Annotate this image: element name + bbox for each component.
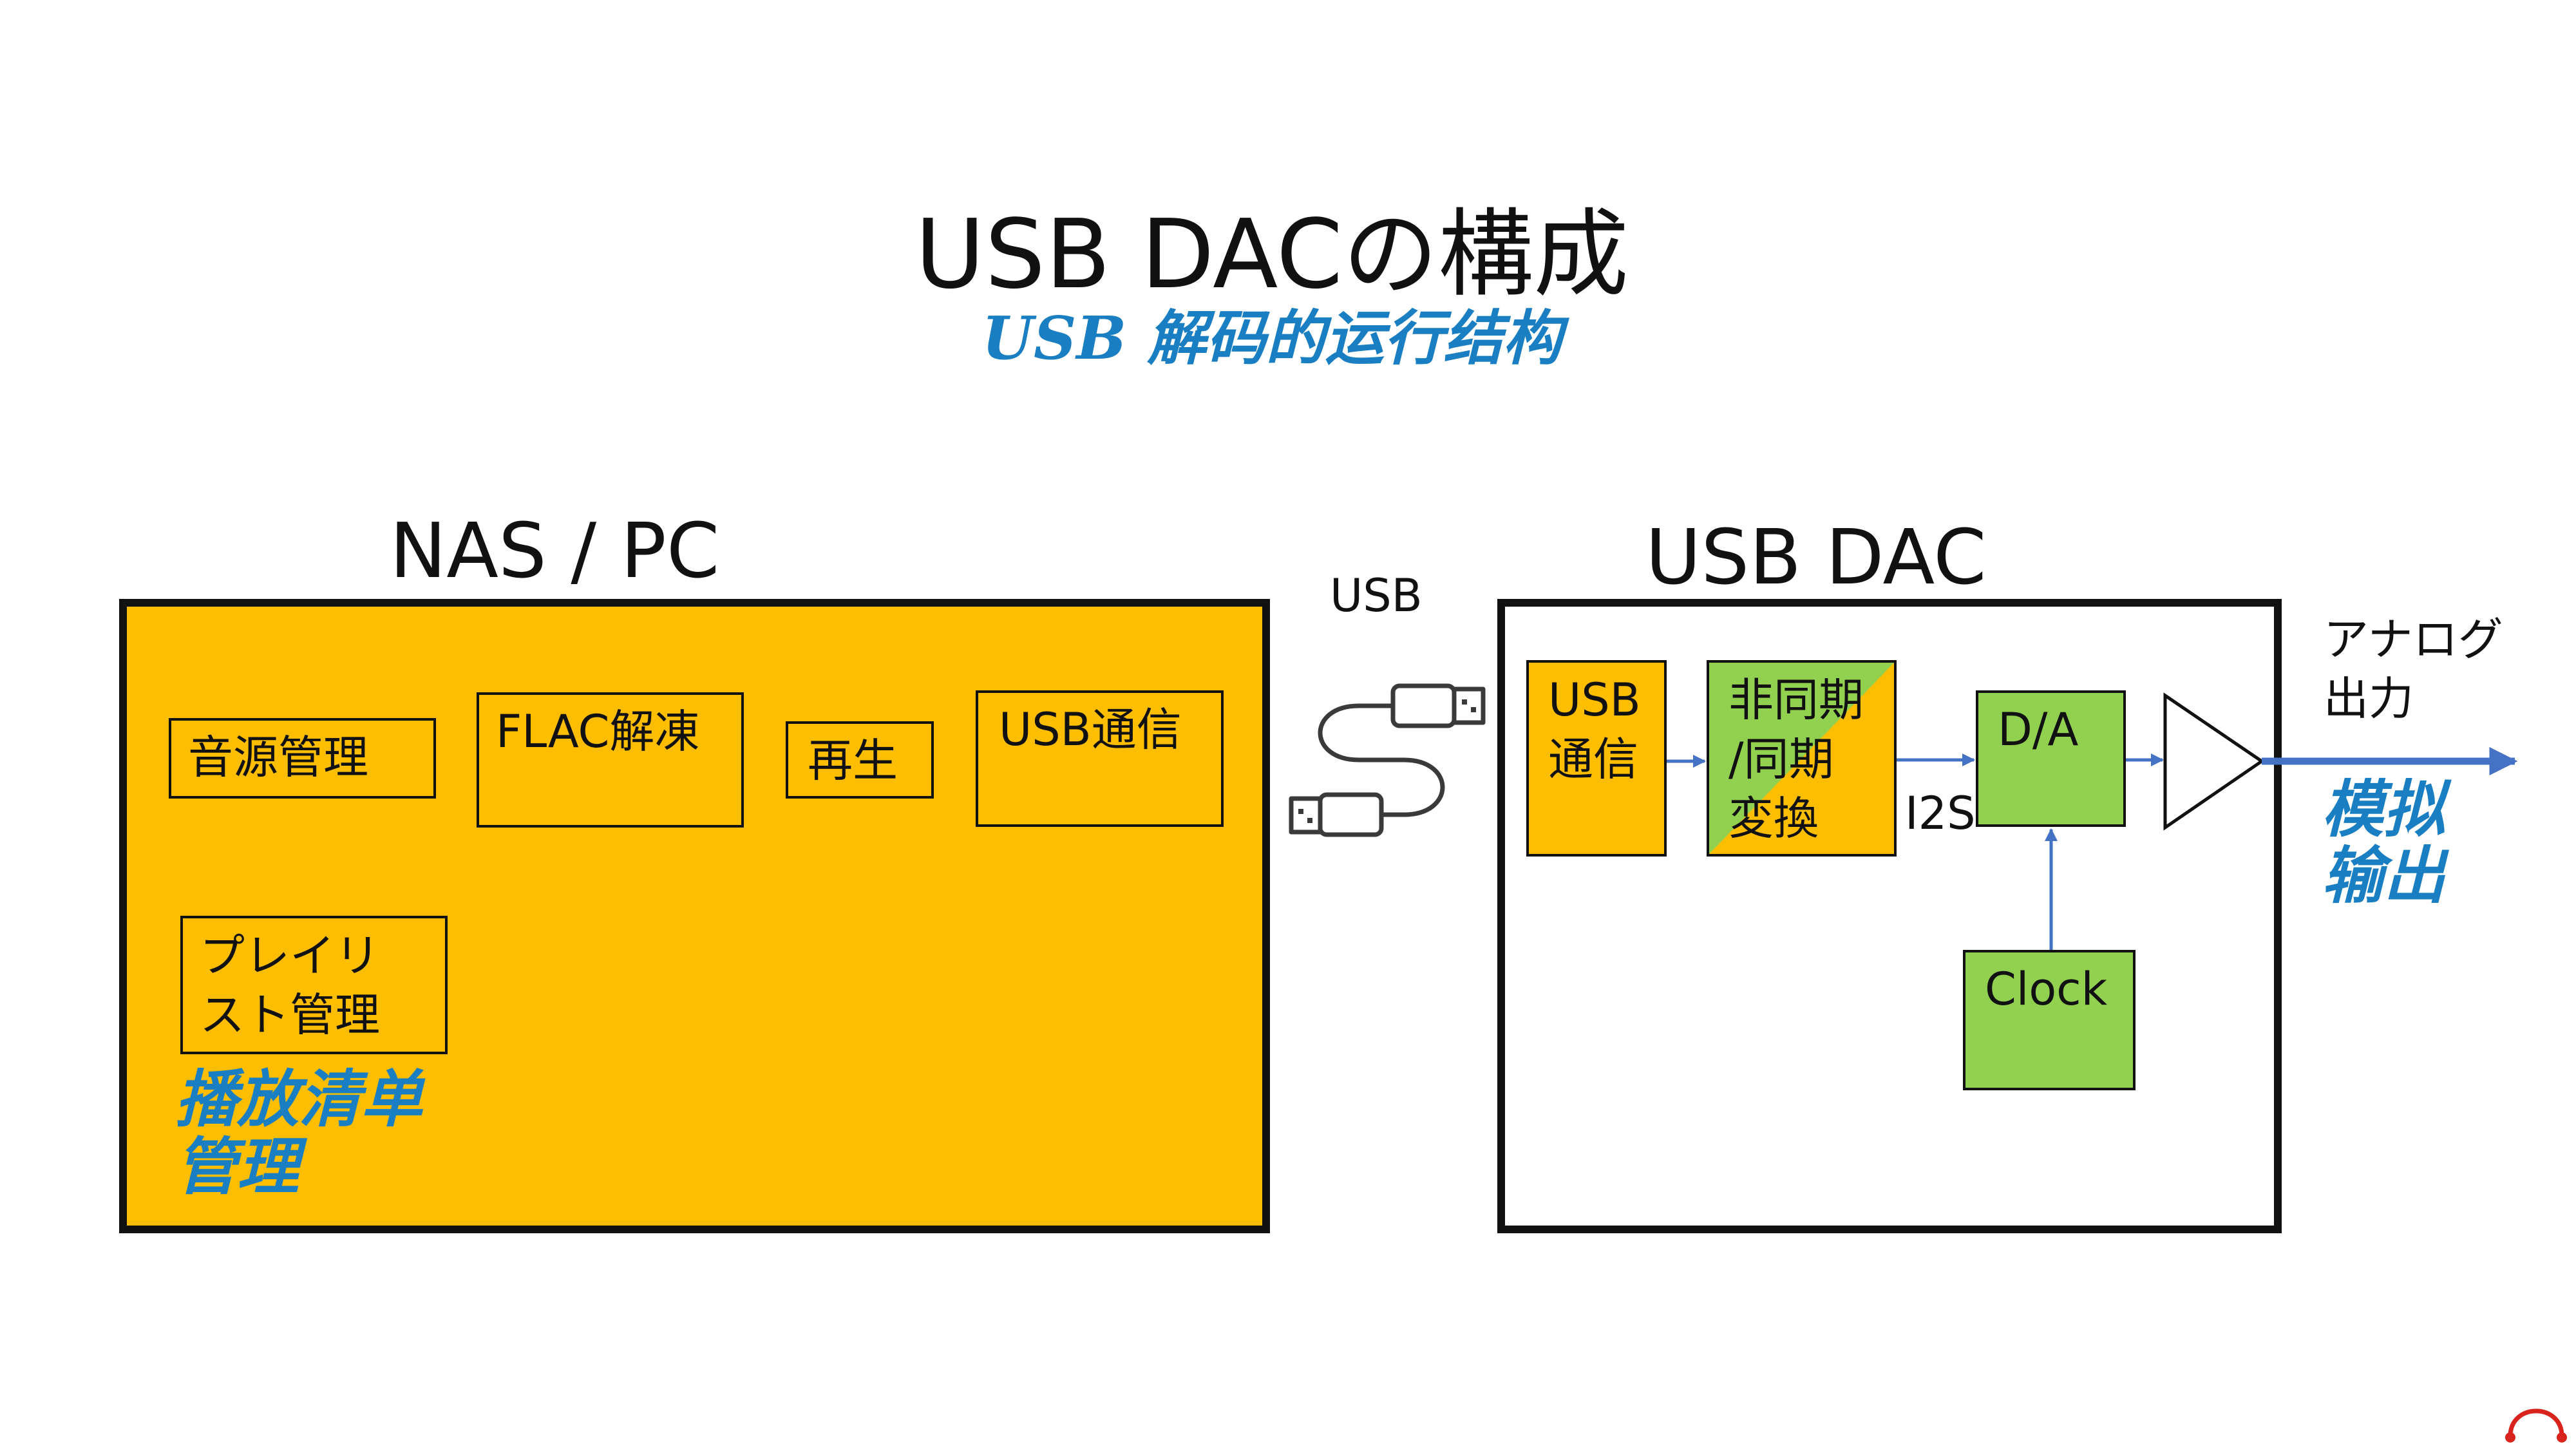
dac-usb-comm-label: USB 通信 bbox=[1548, 674, 1641, 786]
clock-box: Clock bbox=[1963, 950, 2136, 1090]
source-management-label: 音源管理 bbox=[188, 731, 368, 784]
async-sync-conversion-box: 非同期 /同期 変換 bbox=[1707, 660, 1897, 857]
playlist-management-box: プレイリ スト管理 bbox=[180, 916, 448, 1054]
usb-cable-label: USB bbox=[1330, 569, 1423, 622]
page-title: USB DACの構成 bbox=[914, 199, 1629, 310]
dac-usb-comm-box: USB 通信 bbox=[1526, 660, 1667, 857]
da-converter-label: D/A bbox=[1998, 703, 2079, 756]
amplifier-triangle-icon bbox=[2163, 692, 2265, 831]
async-sync-conversion-label: 非同期 /同期 変換 bbox=[1728, 674, 1864, 845]
playlist-note-line1: 播放清单 bbox=[175, 1063, 422, 1135]
pc-usb-comm-label: USB通信 bbox=[999, 703, 1182, 756]
usb-dac-heading: USB DAC bbox=[1645, 513, 1987, 601]
flac-decode-box: FLAC解凍 bbox=[477, 692, 744, 828]
playback-label: 再生 bbox=[808, 734, 898, 787]
i2s-label: I2S bbox=[1905, 787, 1976, 840]
source-management-box: 音源管理 bbox=[169, 718, 436, 799]
playback-box: 再生 bbox=[786, 721, 934, 799]
clock-label: Clock bbox=[1985, 963, 2108, 1016]
analog-output-label-line2: 出力 bbox=[2324, 672, 2414, 725]
nas-pc-heading: NAS / PC bbox=[390, 506, 720, 595]
playlist-management-label: プレイリ スト管理 bbox=[200, 929, 380, 1041]
analog-output-note-line2: 输出 bbox=[2322, 839, 2445, 912]
playlist-note-line2: 管理 bbox=[175, 1130, 299, 1203]
flac-decode-label: FLAC解凍 bbox=[496, 705, 700, 758]
page-subtitle: USB 解码的运行结构 bbox=[981, 303, 1562, 373]
da-converter-box: D/A bbox=[1976, 690, 2126, 827]
analog-output-label-line1: アナログ bbox=[2324, 613, 2503, 666]
analog-output-note-line1: 模拟 bbox=[2322, 773, 2445, 846]
headphone-logo-icon bbox=[2505, 1408, 2567, 1443]
usb-cable-icon bbox=[1289, 683, 1486, 837]
pc-usb-comm-box: USB通信 bbox=[976, 690, 1224, 827]
